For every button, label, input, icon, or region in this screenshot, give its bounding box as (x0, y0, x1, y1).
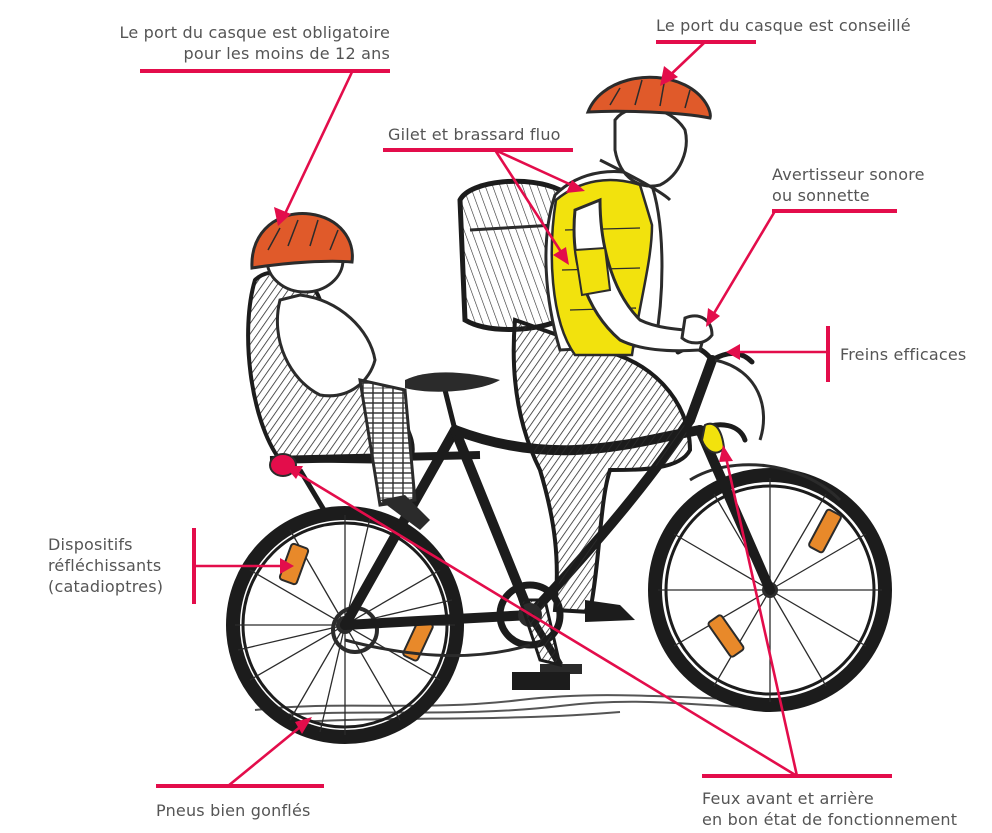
tick-reflectors (192, 528, 196, 604)
label-lights-line1: Feux avant et arrière (702, 789, 874, 808)
underline-lights (702, 774, 892, 778)
label-lights-line2: en bon état de fonctionnement (702, 810, 958, 829)
fluo-armband (573, 246, 612, 297)
underline-helmet-child (140, 69, 390, 73)
child-figure (250, 212, 430, 530)
label-helmet-adult: Le port du casque est conseillé (656, 15, 911, 36)
label-reflectors-line2: réfléchissants (48, 556, 162, 575)
rear-wheel (226, 506, 464, 744)
tick-brakes (826, 326, 830, 382)
label-reflectors: Dispositifs réfléchissants (catadioptres… (48, 534, 163, 597)
label-tyres: Pneus bien gonflés (156, 800, 311, 821)
child-helmet (250, 212, 354, 270)
label-vest: Gilet et brassard fluo (388, 124, 561, 145)
label-reflectors-line3: (catadioptres) (48, 577, 164, 596)
label-bell-line1: Avertisseur sonore (772, 165, 925, 184)
label-bell-line2: ou sonnette (772, 186, 870, 205)
wheel-reflectors (278, 508, 842, 662)
label-helmet-child-line2: pour les moins de 12 ans (183, 44, 390, 63)
saddle (405, 372, 500, 392)
front-wheel (648, 463, 892, 712)
label-reflectors-line1: Dispositifs (48, 535, 133, 554)
label-vest-line1: Gilet et brassard fluo (388, 125, 561, 144)
underline-vest (383, 148, 573, 152)
label-lights: Feux avant et arrière en bon état de fon… (702, 788, 957, 830)
label-helmet-adult-line1: Le port du casque est conseillé (656, 16, 911, 35)
label-tyres-line1: Pneus bien gonflés (156, 801, 311, 820)
label-bell: Avertisseur sonore ou sonnette (772, 164, 925, 206)
front-light (700, 422, 726, 454)
underline-helmet-adult (656, 40, 756, 44)
label-brakes-line1: Freins efficaces (840, 345, 967, 364)
adult-helmet (585, 75, 712, 120)
label-helmet-child: Le port du casque est obligatoire pour l… (48, 22, 390, 64)
underline-bell (772, 209, 897, 213)
callout-pointers (194, 40, 830, 788)
label-helmet-child-line1: Le port du casque est obligatoire (119, 23, 390, 42)
label-brakes: Freins efficaces (840, 344, 966, 365)
underline-tyres (156, 784, 324, 788)
adult-rider (511, 75, 714, 690)
